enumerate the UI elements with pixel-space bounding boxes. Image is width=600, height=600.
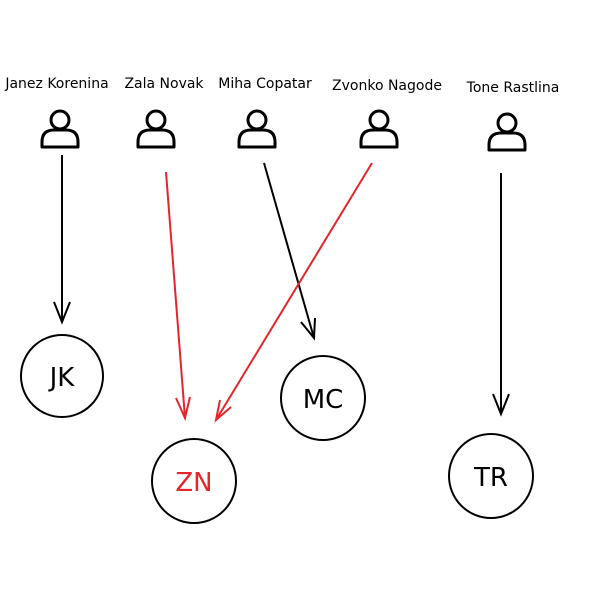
user-icon	[40, 109, 80, 149]
node-mc: MC	[280, 355, 366, 441]
person-name-tone-rastlina: Tone Rastlina	[466, 80, 560, 96]
node-mc-label: MC	[303, 385, 344, 415]
arrow-janez-to-jk	[53, 155, 71, 325]
user-icon	[136, 109, 176, 149]
person-name-miha-copatar: Miha Copatar	[218, 76, 312, 92]
arrow-zvonko-to-zn	[214, 162, 373, 423]
arrow-miha-to-mc	[263, 162, 316, 341]
node-zn-label: ZN	[175, 468, 212, 498]
person-name-zala-novak: Zala Novak	[124, 76, 204, 92]
node-zn: ZN	[151, 438, 237, 524]
user-icon	[237, 109, 277, 149]
arrow-tone-to-tr	[492, 173, 510, 417]
person-name-janez-korenina: Janez Korenina	[4, 76, 108, 92]
node-jk-label: JK	[48, 363, 76, 393]
node-jk: JK	[20, 334, 104, 418]
node-tr: TR	[448, 433, 534, 519]
node-tr-label: TR	[473, 463, 508, 493]
user-icon	[359, 109, 399, 149]
arrow-zala-to-zn	[165, 171, 191, 422]
person-name-zvonko-nagode: Zvonko Nagode	[332, 78, 442, 94]
user-icon	[487, 112, 527, 152]
